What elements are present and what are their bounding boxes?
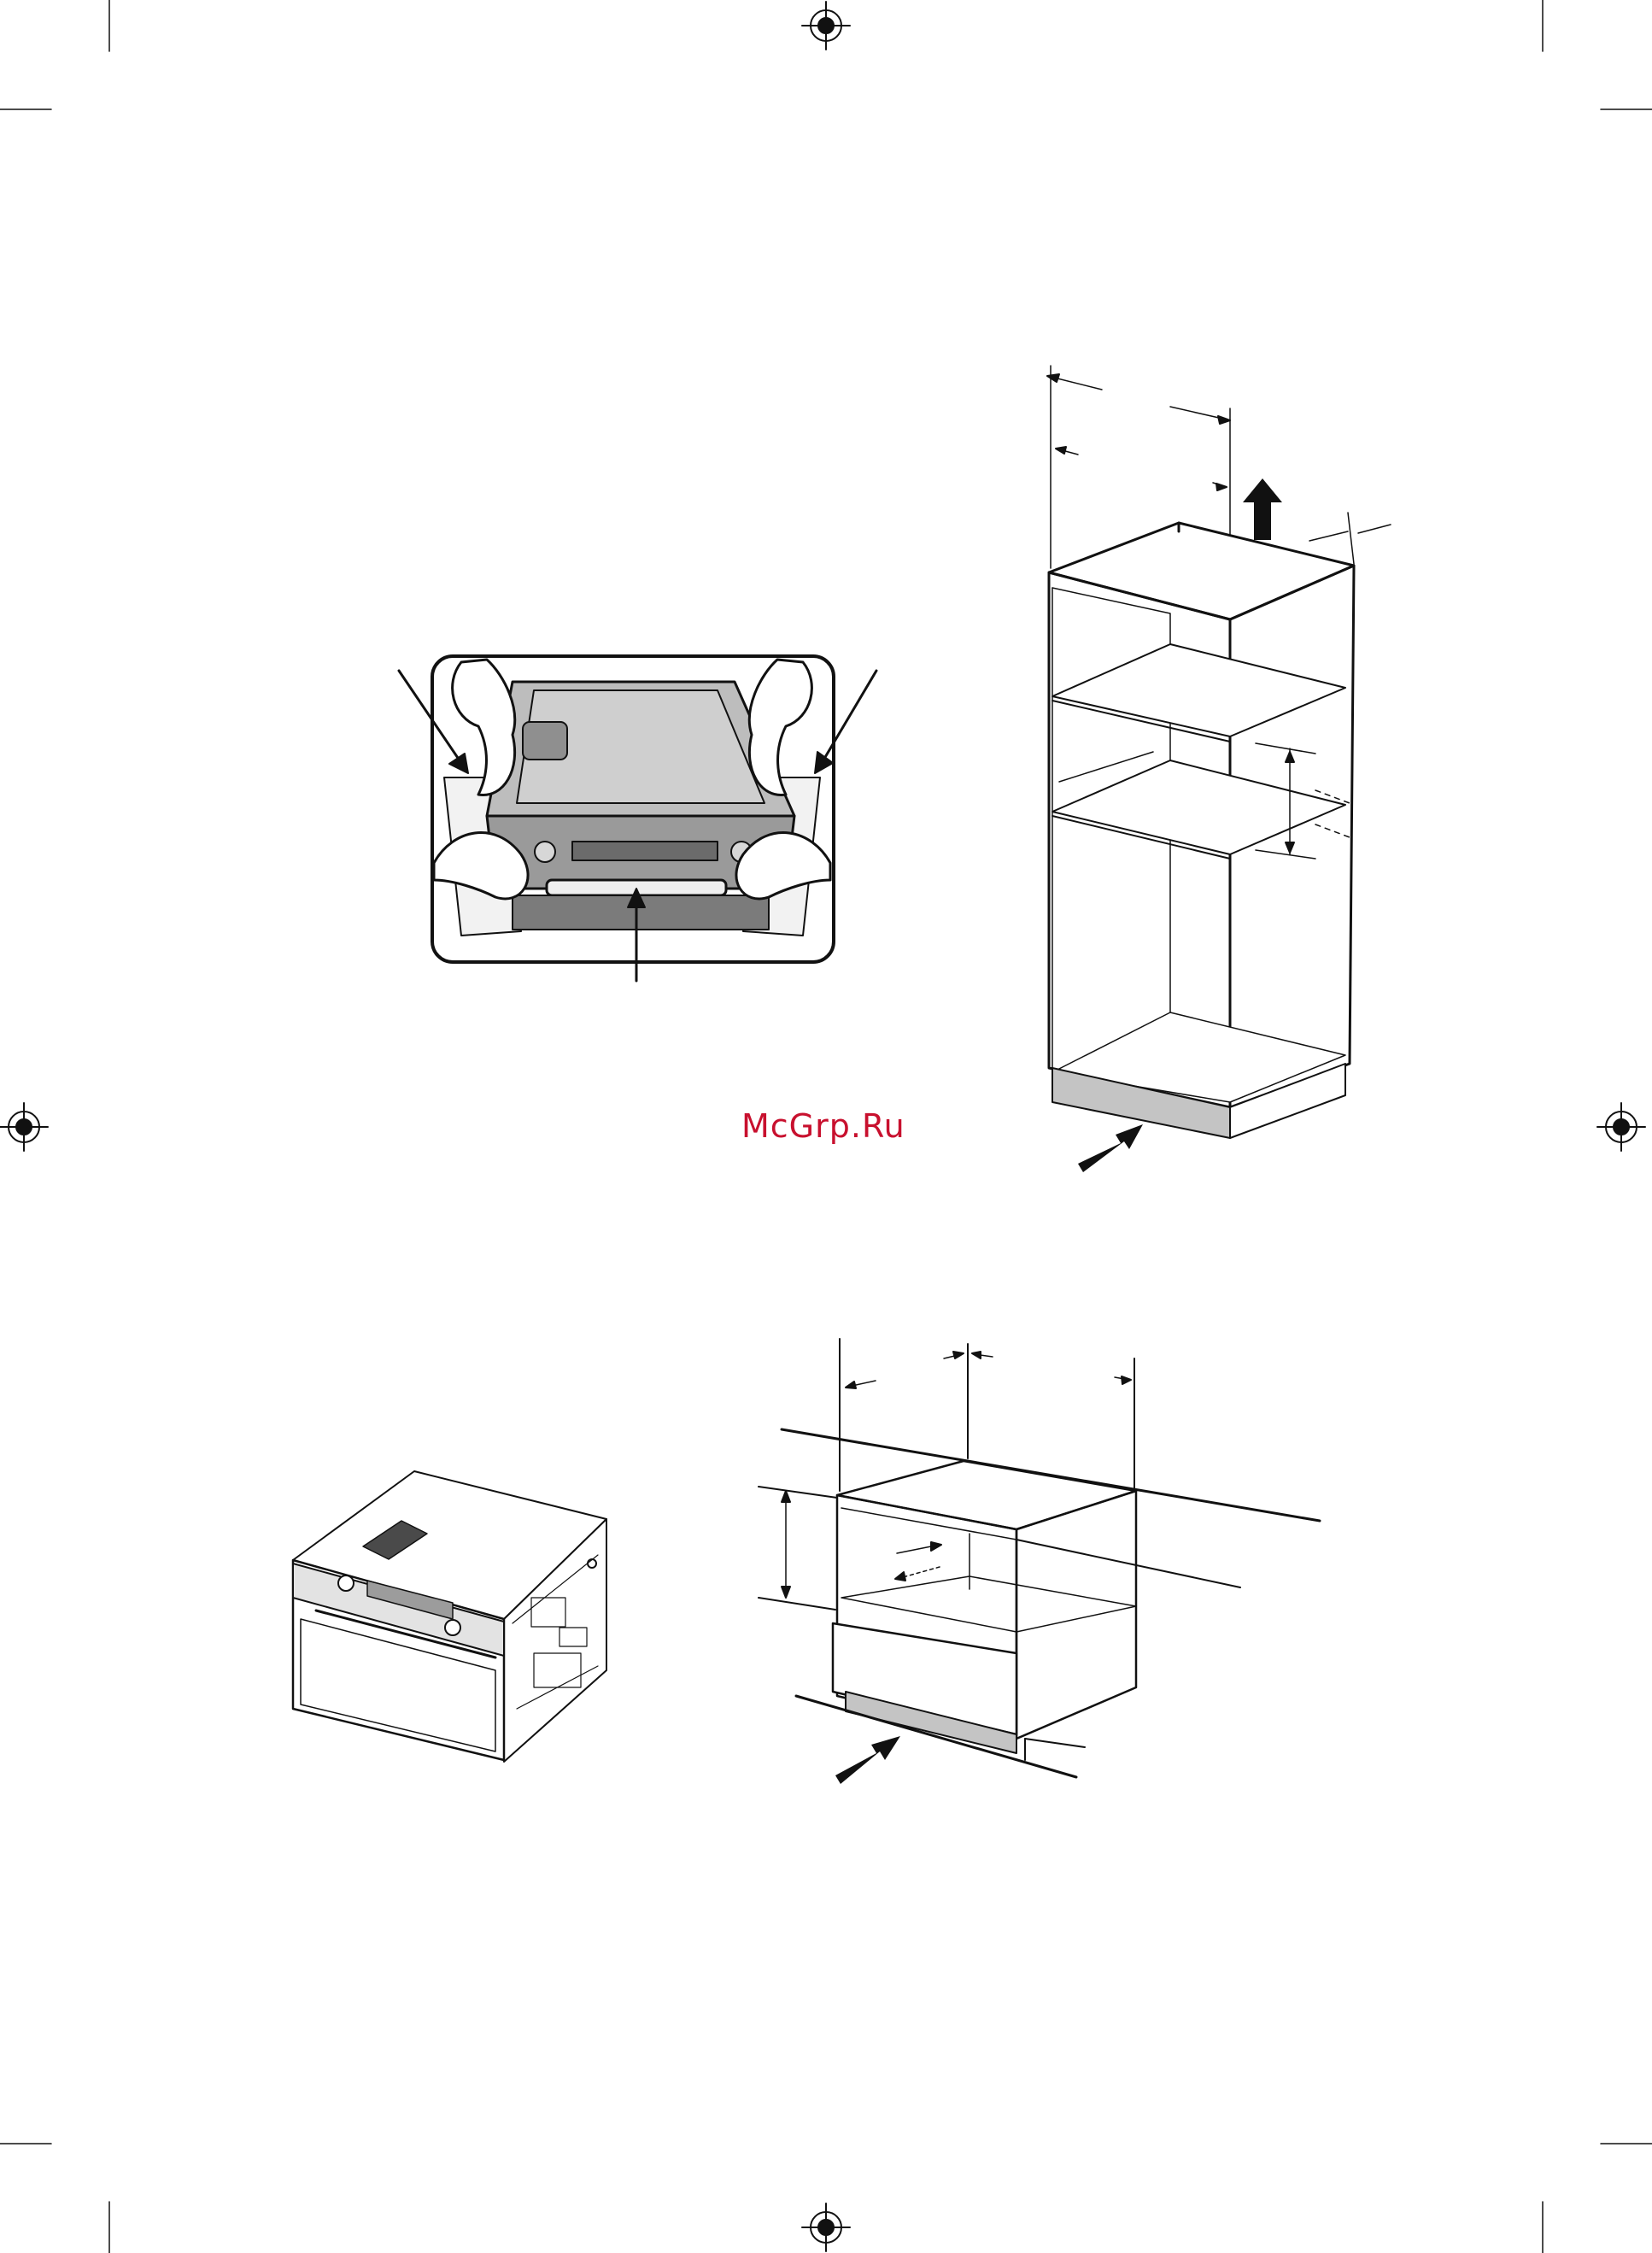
oven-perspective-illustration (293, 1471, 606, 1762)
oven-carrying-illustration (399, 656, 876, 981)
registration-mark-top (802, 2, 850, 50)
under-counter-cabinet-illustration (759, 1339, 1320, 1784)
watermark-text: McGrp.Ru (741, 1107, 905, 1145)
tall-cabinet-illustration (1047, 366, 1391, 1172)
registration-mark-bottom (802, 2203, 850, 2251)
registration-mark-left (0, 1103, 48, 1151)
registration-mark-right (1597, 1103, 1645, 1151)
